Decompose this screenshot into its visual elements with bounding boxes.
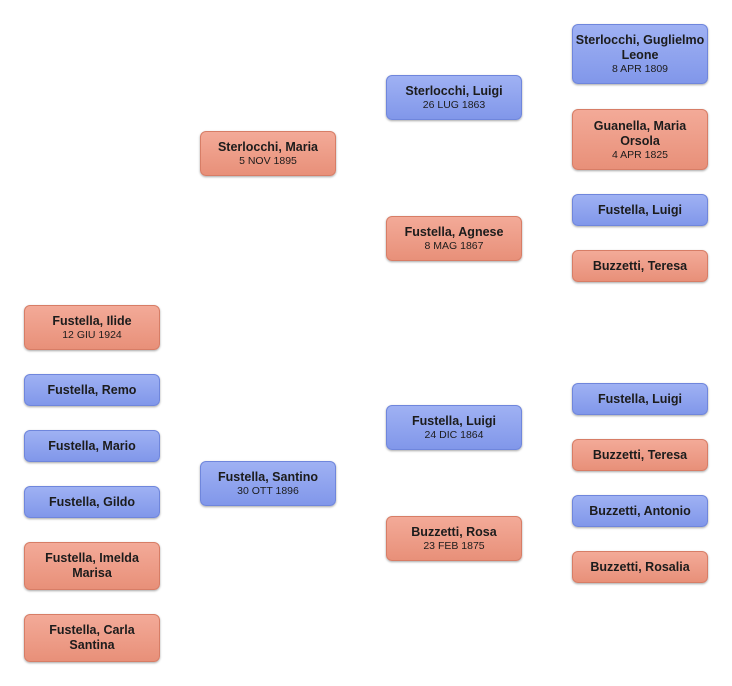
birth-date: 23 FEB 1875 [423,540,485,552]
person-node-great-grandparent[interactable]: Fustella, Luigi [572,194,708,226]
birth-date: 8 APR 1809 [611,63,669,75]
birth-date: 5 NOV 1895 [239,155,297,167]
person-name: Buzzetti, Teresa [592,447,688,462]
person-node-child[interactable]: Fustella, Ilide 12 GIU 1924 [24,305,160,350]
person-node-great-grandparent[interactable]: Fustella, Luigi [572,383,708,415]
person-name: Sterlocchi, Maria [217,140,319,154]
person-name: Fustella, Luigi [411,414,497,428]
person-node-mother[interactable]: Sterlocchi, Maria 5 NOV 1895 [200,131,336,176]
birth-date: 4 APR 1825 [611,148,669,161]
person-node-child[interactable]: Fustella, Carla Santina [24,614,160,662]
person-name: Buzzetti, Rosa [411,525,497,539]
person-node-child[interactable]: Fustella, Imelda Marisa [24,542,160,590]
birth-date: 26 LUG 1863 [422,99,486,111]
person-name: Buzzetti, Rosalia [590,559,690,574]
person-node-grandparent[interactable]: Sterlocchi, Luigi 26 LUG 1863 [386,75,522,120]
person-name: Buzzetti, Antonio [589,503,691,518]
person-node-great-grandparent[interactable]: Buzzetti, Teresa [572,439,708,471]
person-name: Fustella, Imelda Marisa [45,551,139,580]
person-name: Fustella, Remo [47,382,137,397]
person-node-child[interactable]: Fustella, Mario [24,430,160,462]
person-node-grandparent[interactable]: Fustella, Luigi 24 DIC 1864 [386,405,522,450]
person-node-great-grandparent[interactable]: Buzzetti, Rosalia [572,551,708,583]
person-name: Sterlocchi, Guglielmo Leone [575,33,705,62]
person-name: Fustella, Carla Santina [49,623,135,652]
birth-date: 12 GIU 1924 [62,329,122,341]
person-name: Sterlocchi, Luigi [405,84,503,98]
person-name: Fustella, Ilide [52,314,132,328]
person-name: Fustella, Mario [48,438,136,453]
birth-date: 24 DIC 1864 [424,429,484,441]
person-name: Fustella, Gildo [48,494,136,509]
person-name: Fustella, Santino [217,470,318,484]
person-name: Buzzetti, Teresa [592,258,688,273]
person-node-great-grandparent[interactable]: Guanella, Maria Orsola 4 APR 1825 [572,109,708,170]
person-node-great-grandparent[interactable]: Buzzetti, Teresa [572,250,708,282]
person-node-child[interactable]: Fustella, Gildo [24,486,160,518]
person-node-father[interactable]: Fustella, Santino 30 OTT 1896 [200,461,336,506]
birth-date: 30 OTT 1896 [237,485,299,497]
person-name: Fustella, Agnese [404,225,504,239]
person-name: Guanella, Maria Orsola [593,118,687,148]
person-node-great-grandparent[interactable]: Sterlocchi, Guglielmo Leone 8 APR 1809 [572,24,708,84]
person-name: Fustella, Luigi [597,202,683,217]
person-node-grandparent[interactable]: Fustella, Agnese 8 MAG 1867 [386,216,522,261]
birth-date: 8 MAG 1867 [424,240,484,252]
person-name: Fustella, Luigi [597,391,683,406]
person-node-child[interactable]: Fustella, Remo [24,374,160,406]
person-node-grandparent[interactable]: Buzzetti, Rosa 23 FEB 1875 [386,516,522,561]
person-node-great-grandparent[interactable]: Buzzetti, Antonio [572,495,708,527]
